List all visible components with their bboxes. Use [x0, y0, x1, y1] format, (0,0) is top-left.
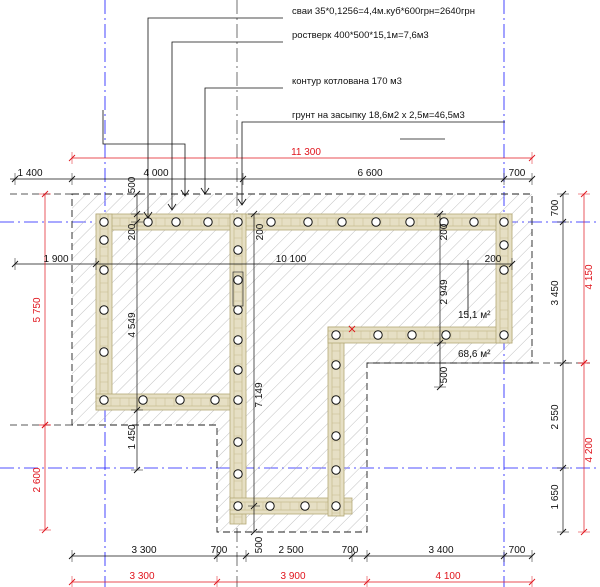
dim-bot-2500: 2 500 — [278, 545, 303, 556]
dim-v-1450: 1 450 — [127, 424, 138, 449]
pile-circle — [233, 365, 243, 375]
pile-circle — [99, 265, 109, 275]
grillage-strip — [327, 326, 513, 344]
dim-right-4200: 4 200 — [584, 437, 595, 462]
dashed-extra-lines — [10, 193, 590, 426]
dim-v-200-a: 200 — [127, 223, 138, 240]
grillage-strip — [327, 326, 345, 517]
pile-circle — [233, 395, 243, 405]
pile-circle — [441, 330, 451, 340]
annotation-piles: сваи 35*0,1256=4,4м.куб*600грн=2640грн — [292, 6, 475, 17]
dim-bot-700b: 700 — [342, 545, 359, 556]
dim-top-4000: 4 000 — [143, 168, 168, 179]
dim-inner-200: 200 — [485, 254, 502, 265]
pile-circle — [99, 235, 109, 245]
pile-circle — [405, 217, 415, 227]
dim-v-500-mid: 500 — [439, 366, 450, 383]
pile-circle — [171, 217, 181, 227]
pile-circle — [233, 305, 243, 315]
dim-bot-3300: 3 300 — [131, 545, 156, 556]
dim-v-200-b: 200 — [255, 223, 266, 240]
annotation-backfill: грунт на засыпку 18,6м2 х 2,5м=46,5м3 — [292, 110, 465, 121]
dim-inner-10100: 10 100 — [276, 254, 307, 265]
pile-circle — [175, 395, 185, 405]
dim-bot-700a: 700 — [211, 545, 228, 556]
dim-right-1650: 1 650 — [550, 484, 561, 509]
pile-circle — [233, 275, 243, 285]
pile-circle — [371, 217, 381, 227]
annotation-grillage: ростверк 400*500*15,1м=7,6м3 — [292, 30, 429, 41]
pile-circle — [300, 501, 310, 511]
pile-circle — [331, 465, 341, 475]
pile-circle — [469, 217, 479, 227]
dim-bot-700c: 700 — [509, 545, 526, 556]
pile-circle — [331, 501, 341, 511]
pile-circle — [233, 217, 243, 227]
dim-v-2949: 2 949 — [439, 279, 450, 304]
dim-red-4100: 4 100 — [435, 571, 460, 582]
pile-circle — [210, 395, 220, 405]
dim-red-3900: 3 900 — [280, 571, 305, 582]
dim-v-500-bot: 500 — [254, 536, 265, 553]
pile-circle — [99, 347, 109, 357]
pile-circle — [138, 395, 148, 405]
dim-left-5750: 5 750 — [32, 297, 43, 322]
red-x-marker — [348, 325, 356, 333]
hatched-area — [72, 194, 532, 532]
pile-circle — [99, 395, 109, 405]
dim-v-7149: 7 149 — [254, 382, 265, 407]
pile-circle — [331, 360, 341, 370]
pile-circle — [499, 240, 509, 250]
pile-circle — [265, 501, 275, 511]
leader-lines — [102, 17, 505, 318]
dim-right-3450: 3 450 — [550, 280, 561, 305]
dim-top-6600: 6 600 — [357, 168, 382, 179]
pile-circle — [331, 330, 341, 340]
pile-circle — [499, 330, 509, 340]
dim-right-700: 700 — [550, 199, 561, 216]
pile-circle — [266, 217, 276, 227]
pile-circle — [499, 217, 509, 227]
dim-top-700: 700 — [509, 168, 526, 179]
area-label-small: 15,1 м² — [458, 310, 491, 321]
dimension-lines — [10, 152, 590, 587]
pile-circle — [233, 335, 243, 345]
grillage-strip — [495, 213, 513, 344]
pile-circle — [143, 217, 153, 227]
grillage-strip — [95, 393, 247, 411]
pile-circle — [499, 265, 509, 275]
pile-circle — [337, 217, 347, 227]
dim-right-2550: 2 550 — [550, 404, 561, 429]
area-label-large: 68,6 м² — [458, 349, 491, 360]
pile-circle — [203, 217, 213, 227]
dim-v-4549: 4 549 — [127, 312, 138, 337]
dim-v-500-top: 500 — [127, 176, 138, 193]
dim-top-total: 11 300 — [291, 147, 321, 158]
pile-circle — [233, 469, 243, 479]
dim-top-1400: 1 400 — [17, 168, 42, 179]
pile-circle — [233, 437, 243, 447]
pile-circles — [99, 217, 509, 511]
leader-arrows — [143, 187, 247, 219]
pile-circle — [233, 245, 243, 255]
dim-inner-1900: 1 900 — [43, 254, 68, 265]
pile-circle — [407, 330, 417, 340]
pit-contour — [71, 193, 533, 533]
pile-circle — [233, 501, 243, 511]
pile-circle — [99, 305, 109, 315]
pile-circle — [303, 217, 313, 227]
pile-circle — [331, 431, 341, 441]
dim-right-4150: 4 150 — [584, 264, 595, 289]
annotation-pit-contour: контур котлована 170 м3 — [292, 76, 402, 87]
dim-red-3300: 3 300 — [129, 571, 154, 582]
dim-left-2600: 2 600 — [32, 467, 43, 492]
pile-circle — [331, 395, 341, 405]
dim-v-200-c: 200 — [439, 223, 450, 240]
pile-circle — [373, 330, 383, 340]
pile-circle — [99, 217, 109, 227]
dim-bot-3400: 3 400 — [428, 545, 453, 556]
